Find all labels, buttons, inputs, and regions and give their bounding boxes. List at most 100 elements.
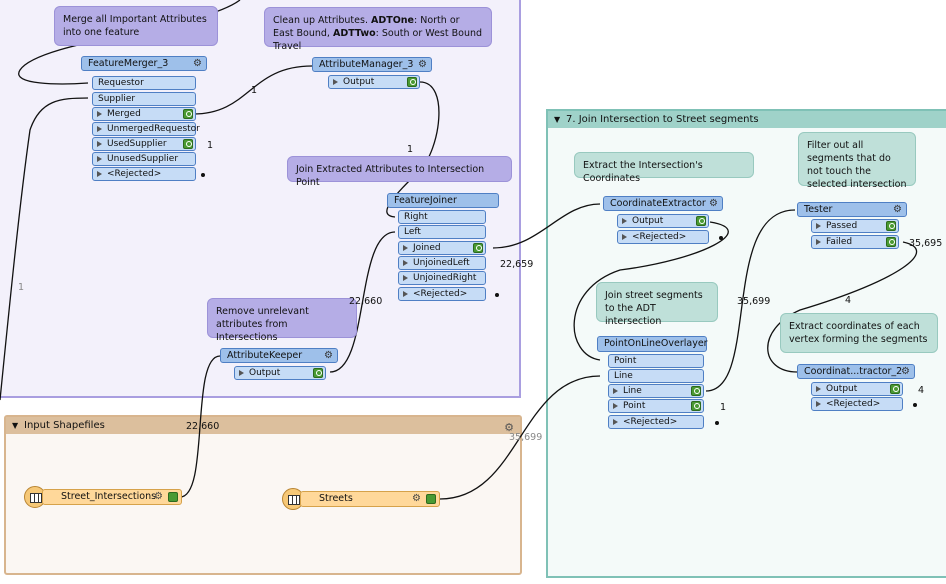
- collapse-triangle-icon[interactable]: ▼: [12, 421, 19, 430]
- note-cleanup-text-2: : North or East Bound,: [273, 15, 460, 39]
- transformer-attributemanager[interactable]: AttributeManager_3 ⚙ Output: [312, 57, 432, 91]
- feature-count: 1: [251, 85, 258, 96]
- port-label: Point: [614, 356, 637, 366]
- note-merge[interactable]: Merge all Important Attributes into one …: [54, 6, 218, 46]
- gear-icon[interactable]: ⚙: [412, 493, 421, 504]
- note-extract-vertex-text: Extract coordinates of each vertex formi…: [789, 321, 928, 345]
- transformer-coordextractor2[interactable]: Coordinat...tractor_2⚙ Output <Rejected>: [797, 364, 915, 414]
- bookmark-join-street-header[interactable]: ▼ 7. Join Intersection to Street segment…: [548, 111, 946, 128]
- port-passed[interactable]: Passed: [811, 219, 899, 233]
- inspect-icon[interactable]: [168, 492, 178, 502]
- inspect-icon[interactable]: [886, 221, 896, 231]
- port-line-in[interactable]: Line: [608, 369, 704, 383]
- port-label: Point: [623, 401, 646, 411]
- feature-count: 35,695: [909, 238, 943, 249]
- bookmark-input-title: Input Shapefiles: [24, 420, 105, 431]
- port-used-supplier[interactable]: UsedSupplier: [92, 137, 196, 151]
- port-unmerged-requestor[interactable]: UnmergedRequestor: [92, 122, 200, 136]
- note-merge-text: Merge all Important Attributes into one …: [63, 14, 207, 38]
- port-label: Output: [249, 368, 281, 378]
- port-merged[interactable]: Merged: [92, 107, 196, 121]
- transformer-featuremerger[interactable]: FeatureMerger_3⚙ Requestor Supplier Merg…: [81, 56, 207, 186]
- note-filter[interactable]: Filter out all segments that do not touc…: [798, 132, 916, 190]
- port-rejected[interactable]: <Rejected>: [608, 415, 704, 429]
- port-left[interactable]: Left: [398, 225, 486, 239]
- port-rejected[interactable]: <Rejected>: [811, 397, 903, 411]
- port-requestor[interactable]: Requestor: [92, 76, 196, 90]
- inspect-icon[interactable]: [696, 216, 706, 226]
- note-join-street[interactable]: Join street segments to the ADT intersec…: [596, 282, 718, 327]
- port-label: Joined: [413, 243, 441, 253]
- collapse-triangle-icon[interactable]: ▼: [554, 115, 561, 124]
- port-supplier[interactable]: Supplier: [92, 92, 196, 106]
- transformer-attributekeeper[interactable]: AttributeKeeper⚙ Output: [220, 348, 338, 382]
- reader-streets-label: Streets: [319, 493, 353, 504]
- note-join-extracted-text: Join Extracted Attributes to Intersectio…: [296, 164, 485, 188]
- port-failed[interactable]: Failed: [811, 235, 899, 249]
- port-label: Supplier: [98, 94, 136, 104]
- gear-icon[interactable]: ⚙: [324, 350, 333, 361]
- tester-title[interactable]: Tester ⚙: [797, 202, 907, 217]
- attributemanager-title-text: AttributeManager_3: [319, 59, 414, 70]
- featurejoiner-title-text: FeatureJoiner: [394, 195, 457, 206]
- inspect-icon[interactable]: [183, 109, 193, 119]
- inspect-icon[interactable]: [426, 494, 436, 504]
- port-output[interactable]: Output: [328, 75, 420, 89]
- port-output[interactable]: Output: [617, 214, 709, 228]
- port-joined[interactable]: Joined: [398, 241, 486, 255]
- transformer-coordextractor[interactable]: CoordinateExtractor⚙ Output <Rejected>: [603, 196, 723, 246]
- port-rejected[interactable]: <Rejected>: [398, 287, 486, 301]
- coordextractor2-title[interactable]: Coordinat...tractor_2⚙: [797, 364, 915, 379]
- featuremerger-title[interactable]: FeatureMerger_3⚙: [81, 56, 207, 71]
- inspect-icon[interactable]: [407, 77, 417, 87]
- note-remove[interactable]: Remove unrelevant attributes from Inters…: [207, 298, 357, 343]
- transformer-featurejoiner[interactable]: FeatureJoiner Right Left Joined Unjoined…: [387, 193, 499, 303]
- pointonline-title[interactable]: PointOnLineOverlayer: [597, 336, 708, 352]
- gear-icon[interactable]: ⚙: [709, 198, 718, 209]
- transformer-pointonline[interactable]: PointOnLineOverlayer Point Line Line Poi…: [597, 336, 708, 431]
- inspect-icon[interactable]: [691, 386, 701, 396]
- reader-street-intersections[interactable]: Street_Intersections ⚙: [42, 489, 182, 505]
- port-rejected[interactable]: <Rejected>: [92, 167, 196, 181]
- inspect-icon[interactable]: [691, 401, 701, 411]
- featurejoiner-title[interactable]: FeatureJoiner: [387, 193, 499, 208]
- note-extract-vertex[interactable]: Extract coordinates of each vertex formi…: [780, 313, 938, 353]
- inspect-icon[interactable]: [473, 243, 483, 253]
- port-label: <Rejected>: [413, 289, 468, 299]
- feature-count: 22,660: [186, 421, 220, 432]
- coordextractor-title[interactable]: CoordinateExtractor⚙: [603, 196, 723, 211]
- note-extract-coords[interactable]: Extract the Intersection's Coordinates: [574, 152, 754, 184]
- inspect-icon[interactable]: [183, 139, 193, 149]
- port-right[interactable]: Right: [398, 210, 486, 224]
- port-label: <Rejected>: [623, 417, 678, 427]
- port-unused-supplier[interactable]: UnusedSupplier: [92, 152, 196, 166]
- port-output[interactable]: Output: [234, 366, 326, 380]
- note-cleanup-bold-1: ADTOne: [371, 15, 415, 26]
- gear-icon[interactable]: ⚙: [901, 366, 910, 377]
- pointonline-title-text: PointOnLineOverlayer: [604, 338, 708, 349]
- transformer-tester[interactable]: Tester ⚙ Passed Failed: [797, 202, 907, 252]
- inspect-icon[interactable]: [313, 368, 323, 378]
- port-point-out[interactable]: Point: [608, 399, 704, 413]
- gear-icon[interactable]: ⚙: [893, 204, 902, 215]
- attributemanager-title[interactable]: AttributeManager_3 ⚙: [312, 57, 432, 72]
- bookmark-input-header[interactable]: ▼ Input Shapefiles ⚙: [6, 417, 520, 434]
- port-label: Output: [826, 384, 858, 394]
- port-unjoined-left[interactable]: UnjoinedLeft: [398, 256, 486, 270]
- gear-icon[interactable]: ⚙: [418, 59, 427, 70]
- bookmark-join-street-title: 7. Join Intersection to Street segments: [566, 114, 759, 125]
- gear-icon[interactable]: ⚙: [193, 58, 202, 69]
- reader-streets[interactable]: Streets ⚙: [300, 491, 440, 507]
- port-rejected[interactable]: <Rejected>: [617, 230, 709, 244]
- inspect-icon[interactable]: [886, 237, 896, 247]
- gear-icon[interactable]: ⚙: [154, 491, 163, 502]
- note-join-extracted[interactable]: Join Extracted Attributes to Intersectio…: [287, 156, 512, 188]
- tester-title-text: Tester: [804, 204, 833, 215]
- note-cleanup[interactable]: Clean up Attributes. ADTOne: North or Ea…: [264, 7, 492, 52]
- port-line-out[interactable]: Line: [608, 384, 704, 398]
- inspect-icon[interactable]: [890, 384, 900, 394]
- attributekeeper-title[interactable]: AttributeKeeper⚙: [220, 348, 338, 363]
- port-output[interactable]: Output: [811, 382, 903, 396]
- port-unjoined-right[interactable]: UnjoinedRight: [398, 271, 486, 285]
- port-point-in[interactable]: Point: [608, 354, 704, 368]
